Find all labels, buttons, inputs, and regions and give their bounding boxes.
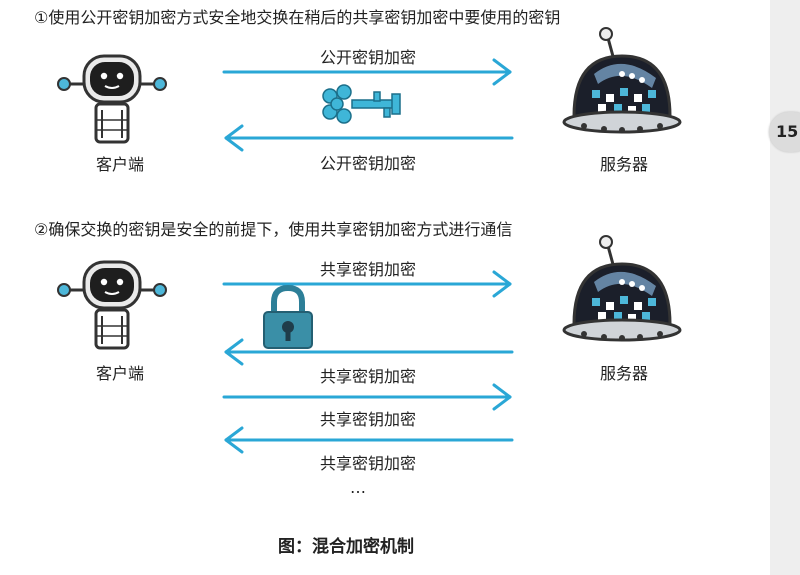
client-robot-icon [56,260,168,350]
page-number-tab [769,112,800,152]
section2-title: ②确保交换的密钥是安全的前提下，使用共享密钥加密方式进行通信 [34,220,513,239]
server-robot-icon [562,26,682,135]
section2-arrow-label-4: 共享密钥加密 [319,454,416,473]
client-robot-icon [56,54,168,144]
section1-arrow-top-label: 公开密钥加密 [319,48,416,67]
section2-server-label: 服务器 [599,364,648,383]
arrow-right-icon [222,270,512,298]
section2-client-label: 客户端 [95,364,144,383]
key-icon [322,84,401,124]
page-number: 15 [776,122,799,141]
arrow-left-icon [224,426,514,454]
section2-ellipsis: … [350,478,366,497]
figure-caption: 图：混合加密机制 [278,537,414,557]
arrow-left-icon [224,124,514,152]
section2-arrow-label-2: 共享密钥加密 [319,367,416,386]
section1-client-label: 客户端 [95,155,144,174]
section2-arrow-label-3: 共享密钥加密 [319,410,416,429]
section1-arrow-bottom-label: 公开密钥加密 [319,154,416,173]
arrow-right-icon [222,383,512,411]
arrow-right-icon [222,58,512,86]
arrow-left-icon [224,338,514,366]
padlock-icon [263,284,313,349]
server-robot-icon [562,234,682,343]
section1-title: ①使用公开密钥加密方式安全地交换在稍后的共享密钥加密中要使用的密钥 [34,8,561,27]
section1-server-label: 服务器 [599,155,648,174]
page-edge-strip [770,0,800,575]
section2-arrow-label-1: 共享密钥加密 [319,260,416,279]
